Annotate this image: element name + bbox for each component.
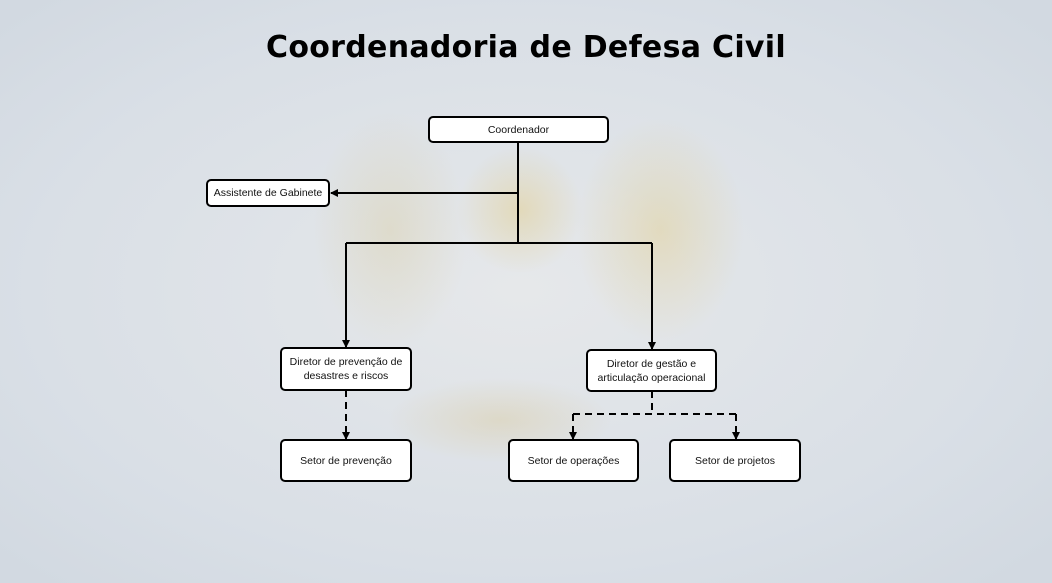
node-label: Coordenador	[487, 123, 550, 136]
node-label: Setor de projetos	[695, 454, 775, 467]
node-label: Diretor de gestão e articulação operacio…	[597, 357, 706, 384]
dashed-line-gestao	[573, 391, 736, 415]
node-setor-prevencao: Setor de prevenção	[280, 439, 412, 482]
page-title: Coordenadoria de Defesa Civil	[266, 30, 786, 65]
node-setor-operacoes: Setor de operações	[508, 439, 639, 482]
node-label: Setor de operações	[527, 454, 620, 467]
node-diretor-prevencao: Diretor de prevenção de desastres e risc…	[280, 347, 412, 391]
node-setor-projetos: Setor de projetos	[669, 439, 801, 482]
node-label: Diretor de prevenção de desastres e risc…	[289, 356, 403, 382]
node-label: Assistente de Gabinete	[213, 187, 323, 199]
node-label: Setor de prevenção	[300, 454, 392, 467]
node-assistente-de-gabinete: Assistente de Gabinete	[206, 179, 330, 207]
node-coordenador: Coordenador	[428, 116, 609, 143]
node-diretor-gestao: Diretor de gestão e articulação operacio…	[586, 349, 717, 392]
